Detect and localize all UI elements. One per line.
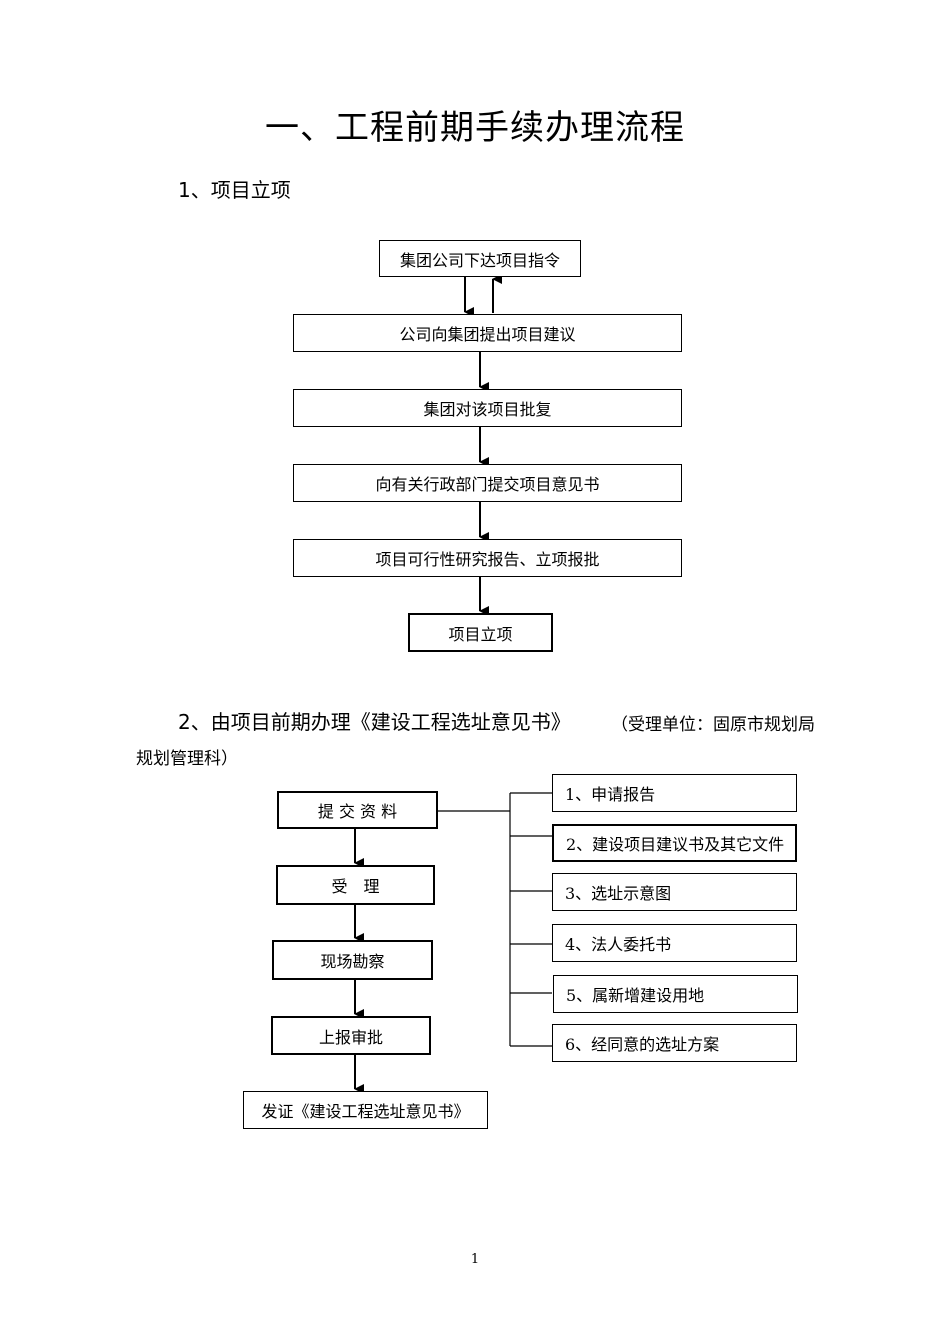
step-submit-materials: 提 交 资 料 <box>277 791 438 829</box>
step-accept: 受 理 <box>276 865 435 905</box>
section1-heading: 1、项目立项 <box>178 178 291 202</box>
step-project-approved: 项目立项 <box>408 613 553 652</box>
section2-heading: 2、由项目前期办理《建设工程选址意见书》 <box>178 710 571 734</box>
material-item-3: 3、选址示意图 <box>552 873 797 911</box>
step-propose-project: 公司向集团提出项目建议 <box>293 314 682 352</box>
material-item-4: 4、法人委托书 <box>552 924 797 962</box>
step-report-approval: 上报审批 <box>271 1016 431 1055</box>
page-title: 一、工程前期手续办理流程 <box>265 108 685 148</box>
step-group-approval: 集团对该项目批复 <box>293 389 682 427</box>
step-issue-certificate: 发证《建设工程选址意见书》 <box>243 1091 488 1129</box>
step-feasibility-report: 项目可行性研究报告、立项报批 <box>293 539 682 577</box>
page-number: 1 <box>470 1252 480 1267</box>
section2-note-line1: （受理单位：固原市规划局 <box>611 715 815 735</box>
materials-bracket <box>438 792 552 1047</box>
step-site-survey: 现场勘察 <box>272 940 433 980</box>
step-group-directive: 集团公司下达项目指令 <box>379 240 581 277</box>
section2-note-line2: 规划管理科） <box>136 749 238 769</box>
material-item-2: 2、建设项目建议书及其它文件 <box>552 824 797 862</box>
material-item-5: 5、属新增建设用地 <box>553 975 798 1013</box>
step-submit-proposal: 向有关行政部门提交项目意见书 <box>293 464 682 502</box>
material-item-1: 1、申请报告 <box>552 774 797 812</box>
material-item-6: 6、经同意的选址方案 <box>552 1024 797 1062</box>
